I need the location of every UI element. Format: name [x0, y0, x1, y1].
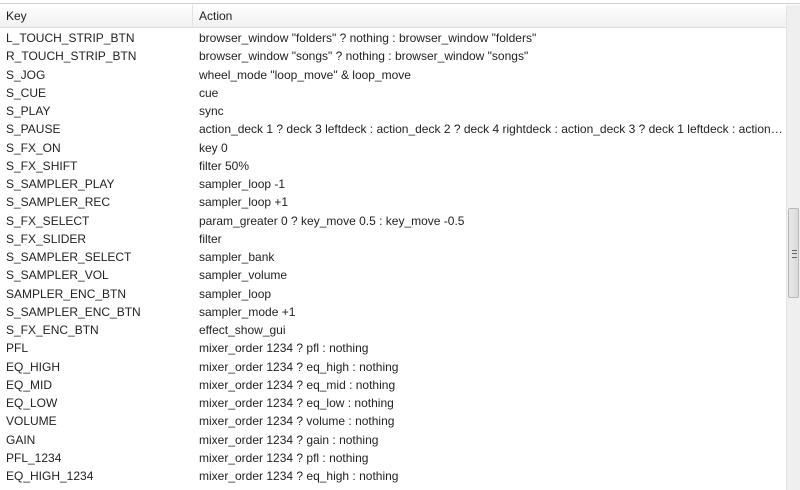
- action-cell: sampler_loop -1: [199, 177, 286, 191]
- key-cell: S_PLAY: [6, 104, 51, 118]
- action-cell: wheel_mode "loop_move" & loop_move: [199, 67, 411, 82]
- table-row[interactable]: S_PAUSE action_deck 1 ? deck 3 leftdeck :…: [0, 120, 786, 138]
- key-cell: S_FX_ON: [6, 140, 61, 155]
- table-row[interactable]: EQ_HIGH mixer_order 1234 ? eq_high : noth…: [0, 358, 786, 376]
- table-row[interactable]: S_FX_SLIDER filter: [0, 230, 786, 248]
- table-row[interactable]: GAIN mixer_order 1234 ? gain : nothing: [0, 431, 786, 449]
- key-cell: SAMPLER_ENC_BTN: [6, 286, 127, 301]
- action-cell: mixer_order 1234 ? eq_high : nothing: [199, 469, 399, 483]
- key-cell: EQ_HIGH: [6, 359, 61, 374]
- key-cell: L_TOUCH_STRIP_BTN: [6, 31, 135, 45]
- action-cell: effect_show_gui: [199, 323, 286, 337]
- table-row[interactable]: EQ_MID mixer_order 1234 ? eq_mid : nothin…: [0, 376, 786, 394]
- key-cell: S_SAMPLER_REC: [6, 195, 111, 210]
- key-cell: S_CUE: [6, 85, 47, 100]
- key-cell: VOLUME: [6, 414, 57, 429]
- action-cell: mixer_order 1234 ? pfl : nothing: [199, 341, 369, 356]
- table-row[interactable]: L_TOUCH_STRIP_BTN browser_window "folders…: [0, 29, 786, 47]
- table-row[interactable]: VOLUME mixer_order 1234 ? volume : nothin…: [0, 412, 786, 430]
- key-cell: S_SAMPLER_PLAY: [6, 177, 115, 191]
- table-row[interactable]: S_FX_SELECT param_greater 0 ? key_move 0.…: [0, 212, 786, 230]
- action-cell: mixer_order 1234 ? gain : nothing: [199, 432, 379, 447]
- key-cell: S_FX_SHIFT: [6, 158, 78, 173]
- table-row[interactable]: S_SAMPLER_PLAY sampler_loop -1: [0, 175, 786, 193]
- key-cell: GAIN: [6, 432, 36, 447]
- action-cell: sampler_mode +1: [199, 304, 296, 319]
- table-row[interactable]: S_FX_SHIFT filter 50%: [0, 157, 786, 175]
- key-cell: R_TOUCH_STRIP_BTN: [6, 49, 137, 64]
- table-row[interactable]: S_SAMPLER_VOL sampler_volume: [0, 266, 786, 284]
- key-cell: S_SAMPLER_ENC_BTN: [6, 304, 141, 319]
- key-cell: S_PAUSE: [6, 122, 61, 137]
- key-cell: PFL_1234: [6, 450, 62, 465]
- table-row[interactable]: S_FX_ENC_BTN effect_show_gui: [0, 321, 786, 339]
- scrollbar-thumb[interactable]: [788, 208, 799, 298]
- grip-icon: [792, 250, 797, 258]
- action-cell: mixer_order 1234 ? eq_low : nothing: [199, 396, 394, 410]
- table-row[interactable]: S_JOG wheel_mode "loop_move" & loop_move: [0, 66, 786, 84]
- action-cell: browser_window "songs" ? nothing : brows…: [199, 49, 529, 64]
- table-row[interactable]: S_SAMPLER_SELECT sampler_bank: [0, 248, 786, 266]
- table-row[interactable]: S_SAMPLER_REC sampler_loop +1: [0, 193, 786, 211]
- table-row[interactable]: S_PLAY sync: [0, 102, 786, 120]
- column-header-action[interactable]: Action: [199, 9, 233, 23]
- action-cell: mixer_order 1234 ? pfl : nothing: [199, 450, 369, 465]
- key-cell: EQ_MID: [6, 377, 53, 392]
- action-cell: browser_window "folders" ? nothing : bro…: [199, 31, 537, 45]
- key-cell: S_JOG: [6, 67, 46, 82]
- key-cell: S_FX_SLIDER: [6, 231, 87, 246]
- vertical-scrollbar[interactable]: [786, 5, 800, 490]
- table-header: Key Action: [0, 5, 786, 28]
- key-cell: S_SAMPLER_SELECT: [6, 250, 132, 264]
- key-cell: EQ_HIGH_1234: [6, 469, 94, 483]
- key-cell: S_FX_ENC_BTN: [6, 323, 99, 337]
- table-row[interactable]: S_SAMPLER_ENC_BTN sampler_mode +1: [0, 303, 786, 321]
- table-row[interactable]: PFL_1234 mixer_order 1234 ? pfl : nothing: [0, 449, 786, 467]
- key-cell: S_SAMPLER_VOL: [6, 268, 109, 283]
- action-cell: mixer_order 1234 ? eq_mid : nothing: [199, 377, 396, 392]
- table-row[interactable]: S_CUE cue: [0, 84, 786, 102]
- key-cell: S_FX_SELECT: [6, 213, 90, 228]
- action-cell: filter: [199, 231, 222, 246]
- action-cell: sampler_loop +1: [199, 195, 289, 210]
- action-cell: param_greater 0 ? key_move 0.5 : key_mov…: [199, 213, 465, 228]
- key-cell: PFL: [6, 341, 29, 356]
- action-cell: mixer_order 1234 ? eq_high : nothing: [199, 359, 399, 374]
- table-row[interactable]: SAMPLER_ENC_BTN sampler_loop: [0, 285, 786, 303]
- action-cell: sync: [199, 104, 224, 118]
- action-cell: sampler_bank: [199, 250, 275, 264]
- table-body: L_TOUCH_STRIP_BTN browser_window "folders…: [0, 29, 786, 485]
- table-row[interactable]: EQ_LOW mixer_order 1234 ? eq_low : nothin…: [0, 394, 786, 412]
- action-cell: mixer_order 1234 ? volume : nothing: [199, 414, 395, 429]
- column-header-key[interactable]: Key: [0, 5, 193, 27]
- table-row[interactable]: S_FX_ON key 0: [0, 139, 786, 157]
- table-row[interactable]: R_TOUCH_STRIP_BTN browser_window "songs" …: [0, 47, 786, 65]
- action-cell: key 0: [199, 140, 228, 155]
- mapping-table: Key Action L_TOUCH_STRIP_BTN browser_wind…: [0, 3, 800, 490]
- table-row[interactable]: PFL mixer_order 1234 ? pfl : nothing: [0, 339, 786, 357]
- action-cell: sampler_loop: [199, 286, 272, 301]
- action-cell: cue: [199, 85, 219, 100]
- action-cell: action_deck 1 ? deck 3 leftdeck : action…: [199, 122, 783, 137]
- action-cell: filter 50%: [199, 158, 250, 173]
- key-cell: EQ_LOW: [6, 396, 58, 410]
- table-row[interactable]: EQ_HIGH_1234 mixer_order 1234 ? eq_high :…: [0, 467, 786, 485]
- action-cell: sampler_volume: [199, 268, 288, 283]
